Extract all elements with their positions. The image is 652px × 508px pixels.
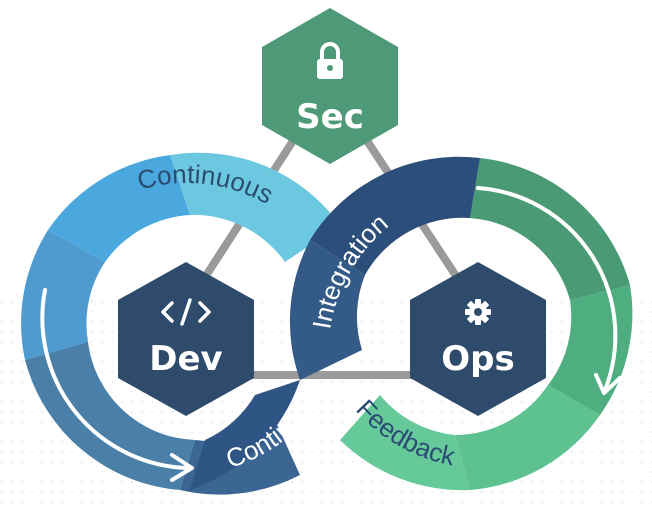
band-lower — [190, 380, 300, 490]
left-ring-segment-top-left — [48, 155, 190, 262]
right-ring-segment-bottom-right — [455, 385, 600, 490]
left-flow-arrowhead — [170, 453, 194, 482]
left-ring-segment-top — [170, 152, 340, 262]
sec-hexagon — [262, 8, 398, 164]
code-icon — [161, 298, 211, 326]
ops-label: Ops — [441, 339, 514, 379]
dev-hexagon — [118, 262, 254, 416]
left-ring-segment-bottom-left — [25, 342, 195, 490]
right-flow-arrow — [476, 186, 618, 392]
lock-icon — [317, 42, 343, 79]
right-ring-segment-bottom — [340, 395, 470, 491]
right-flow-arrowhead — [594, 373, 622, 395]
flow-arrows — [40, 186, 622, 482]
sec-label: Sec — [296, 97, 364, 137]
band-middle — [289, 240, 365, 380]
dev-node: Dev — [118, 262, 254, 416]
ops-hexagon — [410, 262, 546, 416]
gear-icon — [465, 299, 491, 325]
sec-node: Sec — [262, 8, 398, 164]
center-band — [190, 156, 480, 490]
dev-label: Dev — [149, 339, 222, 379]
left-ring — [21, 152, 340, 495]
band-upper — [310, 156, 480, 275]
ops-node: Ops — [410, 262, 546, 416]
left-flow-arrow — [40, 288, 190, 470]
right-ring-segment-right — [548, 285, 633, 415]
